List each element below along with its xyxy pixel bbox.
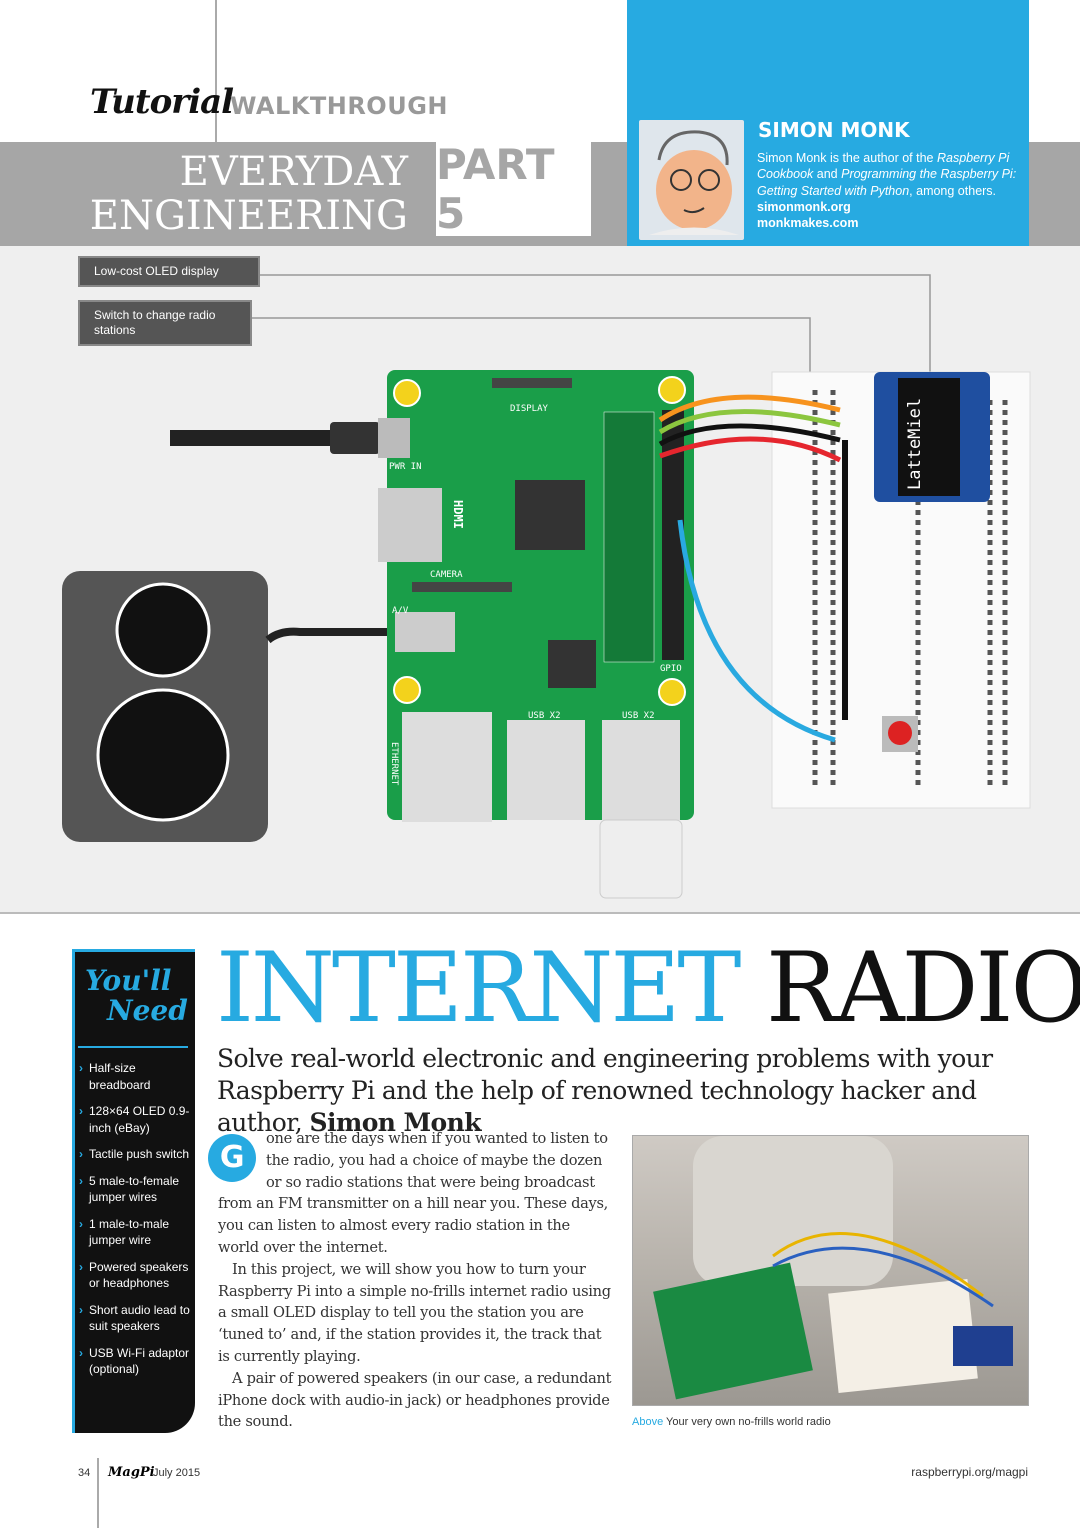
list-item: Tactile push switch [79, 1146, 197, 1163]
callout-switch: Switch to change radio stations [78, 300, 252, 346]
audio-cable [265, 627, 390, 644]
list-item: USB Wi-Fi adaptor (optional) [79, 1345, 197, 1378]
svg-text:USB X2: USB X2 [622, 711, 655, 721]
author-bio: Simon Monk is the author of the Raspberr… [757, 151, 1017, 231]
series-title-line2: ENGINEERING [89, 193, 408, 239]
parts-list: Half-size breadboard 128×64 OLED 0.9-inc… [79, 1060, 197, 1388]
svg-text:USB X2: USB X2 [528, 711, 561, 721]
photo-caption: Above Your very own no-frills world radi… [632, 1416, 831, 1428]
paragraph: A pair of powered speakers (in our case,… [218, 1369, 612, 1431]
radio-photo [632, 1135, 1029, 1406]
list-item: 5 male-to-female jumper wires [79, 1173, 197, 1206]
oled-screen-text: LatteMiel [905, 398, 925, 490]
svg-text:PWR IN: PWR IN [389, 462, 422, 472]
list-item: 128×64 OLED 0.9-inch (eBay) [79, 1103, 197, 1136]
svg-text:HDMI: HDMI [451, 500, 465, 529]
svg-text:A/V: A/V [392, 606, 409, 616]
article-title: INTERNET RADIO [216, 932, 1080, 1044]
drop-cap: G [208, 1134, 256, 1182]
author-link-monkmakes[interactable]: monkmakes.com [757, 216, 859, 231]
issue-date: July 2015 [153, 1467, 201, 1479]
author-name: SIMON MONK [758, 118, 910, 142]
header-divider [215, 0, 217, 142]
author-link-simonmonk[interactable]: simonmonk.org [757, 199, 851, 214]
push-button [888, 721, 912, 745]
kind-label: WALKTHROUGH [230, 92, 448, 120]
series-title-line1: EVERYDAY [179, 149, 408, 195]
wiring-diagram: LatteMiel DISPLAY CAMERA PWR IN A/V GPIO… [0, 246, 1080, 914]
magazine-logo: MagPi [108, 1465, 155, 1480]
svg-text:GPIO: GPIO [660, 664, 682, 674]
callout-oled: Low-cost OLED display [78, 256, 260, 287]
svg-text:DISPLAY: DISPLAY [510, 404, 549, 414]
page-number: 34 [78, 1467, 91, 1479]
list-item: Short audio lead to suit speakers [79, 1302, 197, 1335]
list-item: Powered speakers or headphones [79, 1259, 197, 1292]
section-label: Tutorial [90, 82, 234, 122]
author-box: SIMON MONK Simon Monk is the author of t… [627, 0, 1029, 258]
list-item: 1 male-to-male jumper wire [79, 1216, 197, 1249]
paragraph: In this project, we will show you how to… [218, 1260, 611, 1365]
sidebar-divider [78, 1046, 188, 1048]
standfirst: Solve real-world electronic and engineer… [217, 1044, 993, 1137]
svg-text:CAMERA: CAMERA [430, 570, 463, 580]
svg-text:ETHERNET: ETHERNET [389, 742, 399, 786]
footer-url[interactable]: raspberrypi.org/magpi [911, 1465, 1028, 1479]
speaker [62, 571, 268, 842]
part-label: PART 5 [436, 140, 591, 238]
footer-divider [97, 1458, 99, 1528]
list-item: Half-size breadboard [79, 1060, 197, 1093]
author-avatar [639, 120, 744, 240]
power-cable [170, 430, 340, 446]
